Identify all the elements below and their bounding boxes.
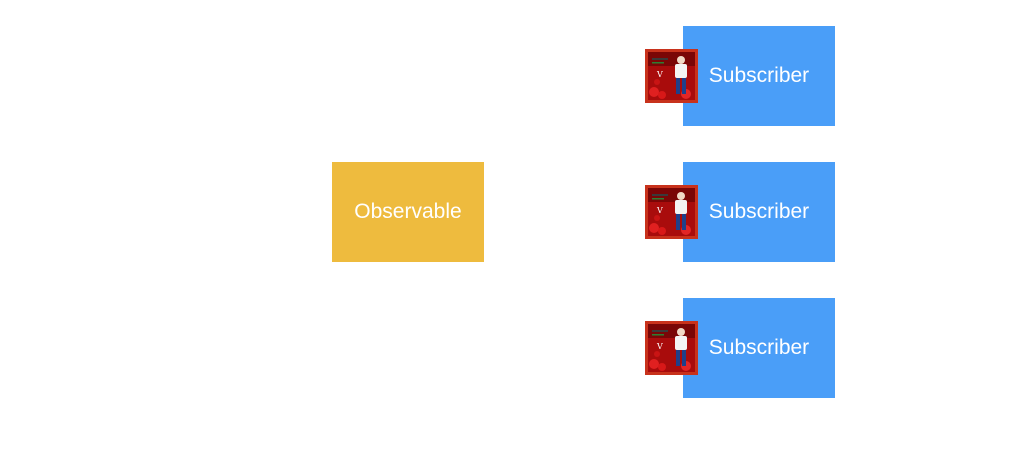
subscriber-node-1: Subscriber <box>683 26 835 126</box>
svg-text:V: V <box>656 70 663 79</box>
subscriber-node-2: Subscriber <box>683 162 835 262</box>
subscriber-label-2: Subscriber <box>708 200 810 223</box>
album-cover-icon: V <box>645 185 698 239</box>
subscriber-label-3: Subscriber <box>708 336 810 359</box>
album-cover-art: V <box>648 324 695 372</box>
svg-text:V: V <box>656 342 663 351</box>
observable-node: Observable <box>332 162 484 262</box>
album-cover-icon: V <box>645 321 698 375</box>
album-cover-art: V <box>648 188 695 236</box>
album-cover-art: V <box>648 52 695 100</box>
subscriber-node-3: Subscriber <box>683 298 835 398</box>
observable-label: Observable <box>354 200 462 223</box>
subscriber-label-1: Subscriber <box>708 64 810 87</box>
svg-text:V: V <box>656 206 663 215</box>
album-cover-icon: V <box>645 49 698 103</box>
